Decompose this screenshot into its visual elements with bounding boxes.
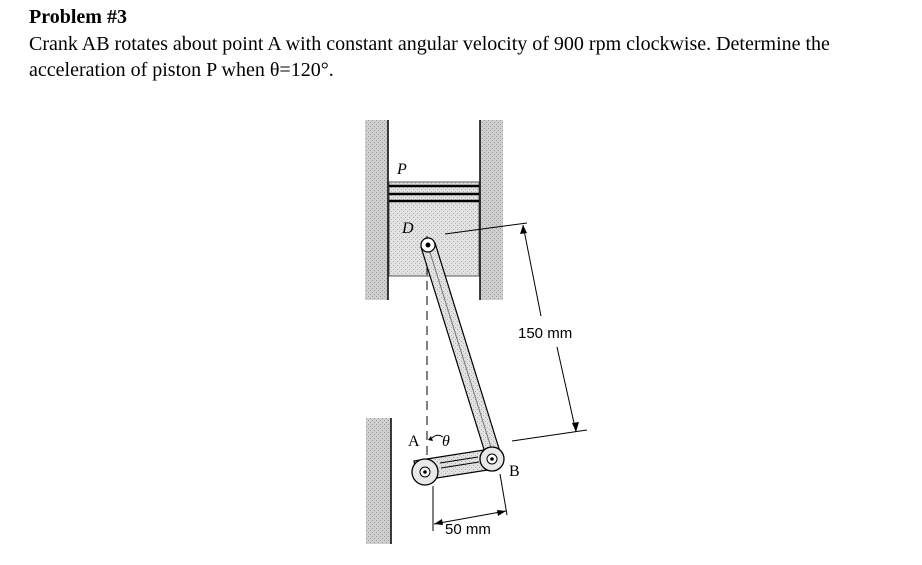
cylinder-left-wall [365,120,389,300]
piston-pin-d [420,237,436,253]
cylinder-right-wall [479,120,503,300]
dimension-50mm [432,473,508,531]
pin-a [411,458,439,486]
label-point-a: A [408,433,420,450]
theta-arrowhead [428,436,433,441]
label-point-b: B [509,463,520,480]
crank-frame-support [366,418,392,544]
problem-statement: Crank AB rotates about point A with cons… [29,33,830,81]
label-piston-p: P [396,161,407,178]
dimension-150mm [444,222,588,442]
pin-b [479,446,505,472]
problem-title: Problem #3 [29,6,127,28]
label-pin-d: D [401,220,414,237]
label-theta: θ [442,433,450,450]
label-crank-length: 50 mm [445,521,491,538]
label-rod-length: 150 mm [518,325,572,342]
theta-arc [431,434,444,439]
